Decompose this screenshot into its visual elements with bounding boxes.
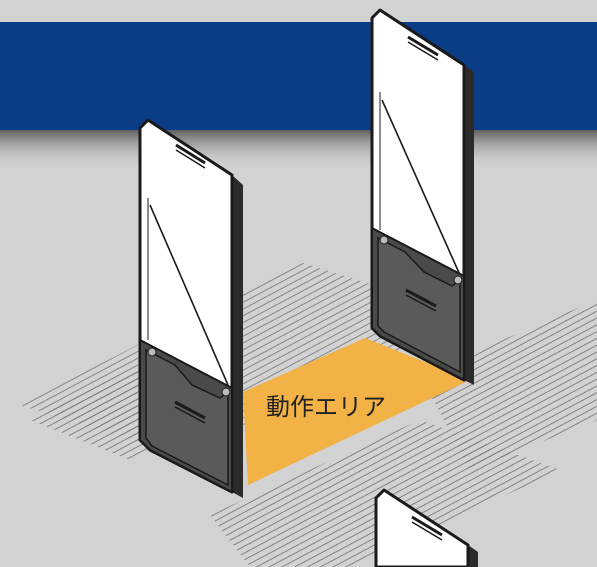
right-gate-panel [370,8,474,385]
left-gate-panel [138,118,243,498]
operation-area [243,338,470,485]
front-gate-panel [374,488,478,567]
floor-hatch-right [420,300,597,470]
blue-banner [0,22,597,130]
area-label: 動作エリア [266,393,386,421]
banner-shadow [0,130,597,170]
